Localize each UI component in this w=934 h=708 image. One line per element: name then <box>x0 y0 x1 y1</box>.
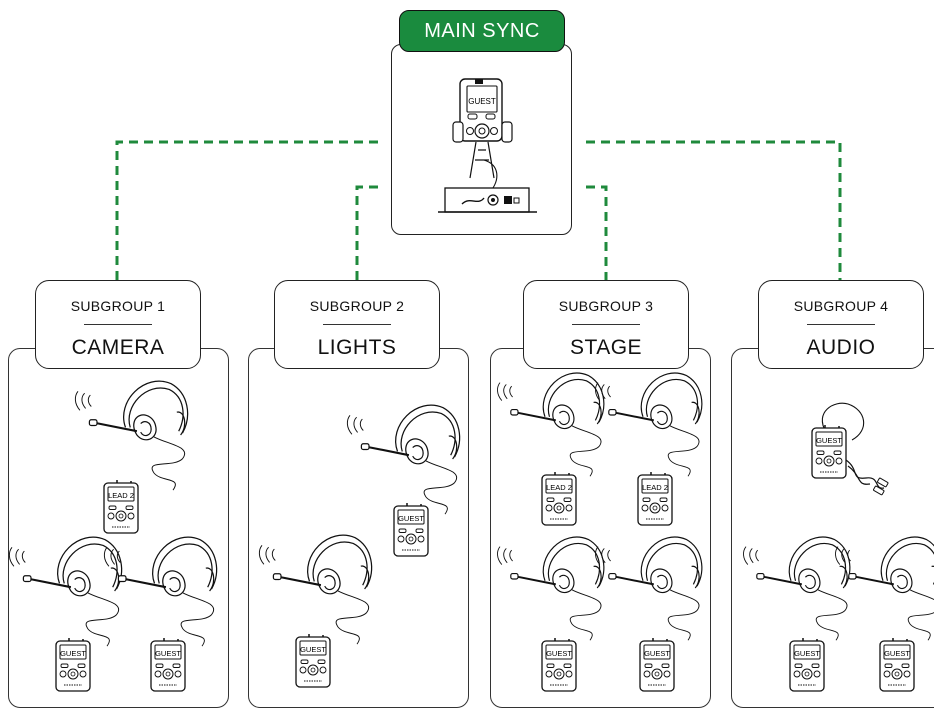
subgroup-card-4: SUBGROUP 4 AUDIO <box>758 280 924 369</box>
subgroup-title: SUBGROUP 3 <box>558 298 654 314</box>
subgroup-panel-2 <box>248 348 469 708</box>
subgroup-title: SUBGROUP 1 <box>70 298 166 314</box>
link-subgroup-4 <box>586 140 842 284</box>
divider <box>323 324 391 325</box>
link-subgroup-2 <box>355 185 378 284</box>
subgroup-title: SUBGROUP 4 <box>793 298 889 314</box>
subgroup-name: STAGE <box>569 336 643 359</box>
subgroup-card-2: SUBGROUP 2 LIGHTS <box>274 280 440 369</box>
subgroup-panel-1 <box>8 348 229 708</box>
subgroup-card-3: SUBGROUP 3 STAGE <box>523 280 689 369</box>
subgroup-panel-4 <box>731 348 934 708</box>
main-sync-label: MAIN SYNC <box>399 10 565 52</box>
subgroup-panel-3 <box>490 348 711 708</box>
subgroup-title: SUBGROUP 2 <box>309 298 405 314</box>
subgroup-name: LIGHTS <box>317 336 397 359</box>
link-subgroup-1 <box>115 140 378 284</box>
divider <box>807 324 875 325</box>
divider <box>84 324 152 325</box>
subgroup-name: CAMERA <box>71 336 165 359</box>
link-subgroup-3 <box>586 185 608 284</box>
divider <box>572 324 640 325</box>
main-sync-box <box>391 44 572 235</box>
subgroup-card-1: SUBGROUP 1 CAMERA <box>35 280 201 369</box>
subgroup-name: AUDIO <box>806 336 876 359</box>
